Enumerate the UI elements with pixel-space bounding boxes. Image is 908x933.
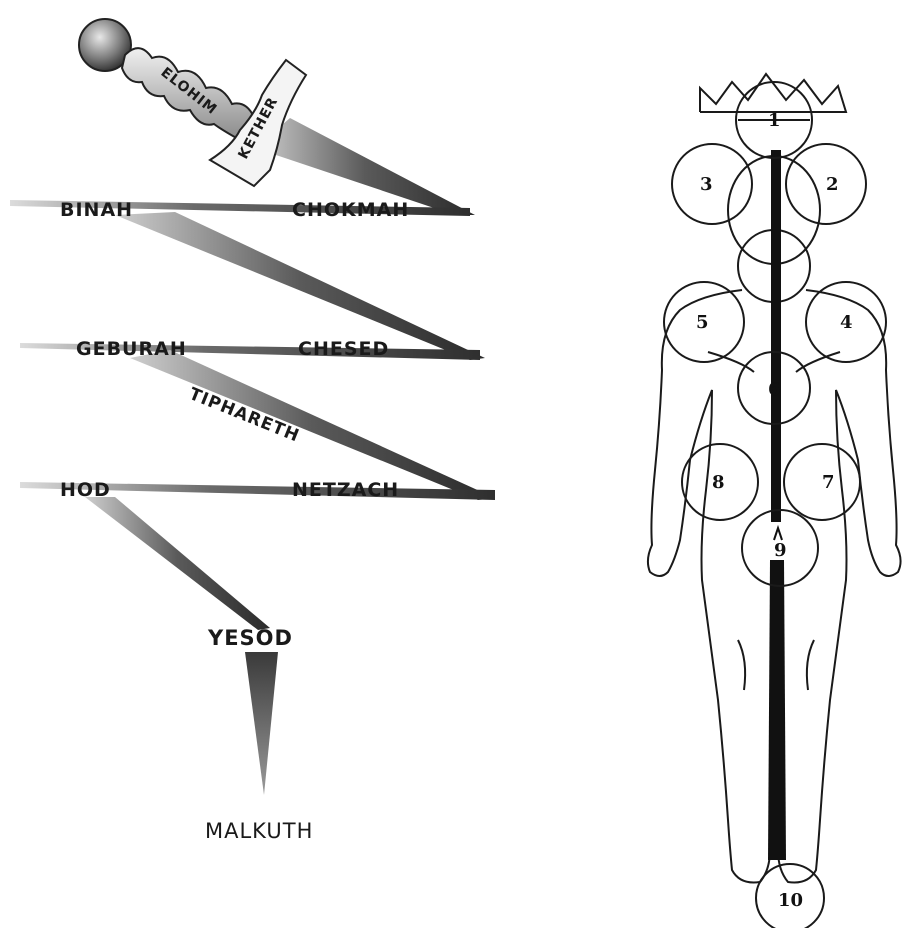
flaming-sword: ELOHIM KETHER BINAH CHOKMAH GEBURAH CHES… bbox=[10, 19, 495, 843]
sephirah-number-6: 6 bbox=[768, 379, 781, 400]
label-netzach: NETZACH bbox=[292, 479, 399, 501]
sword-segment-hod-yesod bbox=[85, 497, 270, 630]
central-pillar bbox=[768, 150, 786, 860]
label-binah: BINAH bbox=[60, 199, 133, 221]
label-geburah: GEBURAH bbox=[76, 338, 187, 360]
figure-knee-right bbox=[807, 640, 814, 690]
crown-icon bbox=[700, 74, 846, 112]
sephirah-number-8: 8 bbox=[712, 472, 725, 493]
label-hod: HOD bbox=[60, 479, 111, 501]
sword-segment-yesod-malkuth bbox=[245, 652, 278, 795]
pillar-upper bbox=[771, 150, 781, 522]
pillar-lower bbox=[768, 560, 786, 860]
figure-knee-left bbox=[738, 640, 745, 690]
sephirah-number-3: 3 bbox=[700, 174, 713, 195]
figure-body-outline-right bbox=[775, 290, 901, 883]
sephirah-number-4: 4 bbox=[840, 312, 853, 333]
sword-segment-geburah-netzach bbox=[130, 350, 495, 500]
sephirah-number-9: 9 bbox=[774, 540, 787, 561]
label-yesod: YESOD bbox=[207, 626, 293, 650]
label-chokmah: CHOKMAH bbox=[292, 199, 409, 221]
sephirah-number-5: 5 bbox=[696, 312, 709, 333]
figure-body-outline bbox=[648, 290, 776, 883]
label-malkuth: MALKUTH bbox=[205, 819, 313, 843]
sephirah-number-2: 2 bbox=[826, 174, 839, 195]
sephirah-number-7: 7 bbox=[822, 472, 835, 493]
label-chesed: CHESED bbox=[298, 338, 389, 360]
pillar-arrow-icon bbox=[774, 528, 782, 540]
sephirah-number-10: 10 bbox=[778, 890, 803, 911]
sephirah-number-1: 1 bbox=[768, 110, 781, 131]
sword-hilt: ELOHIM KETHER bbox=[79, 19, 306, 186]
